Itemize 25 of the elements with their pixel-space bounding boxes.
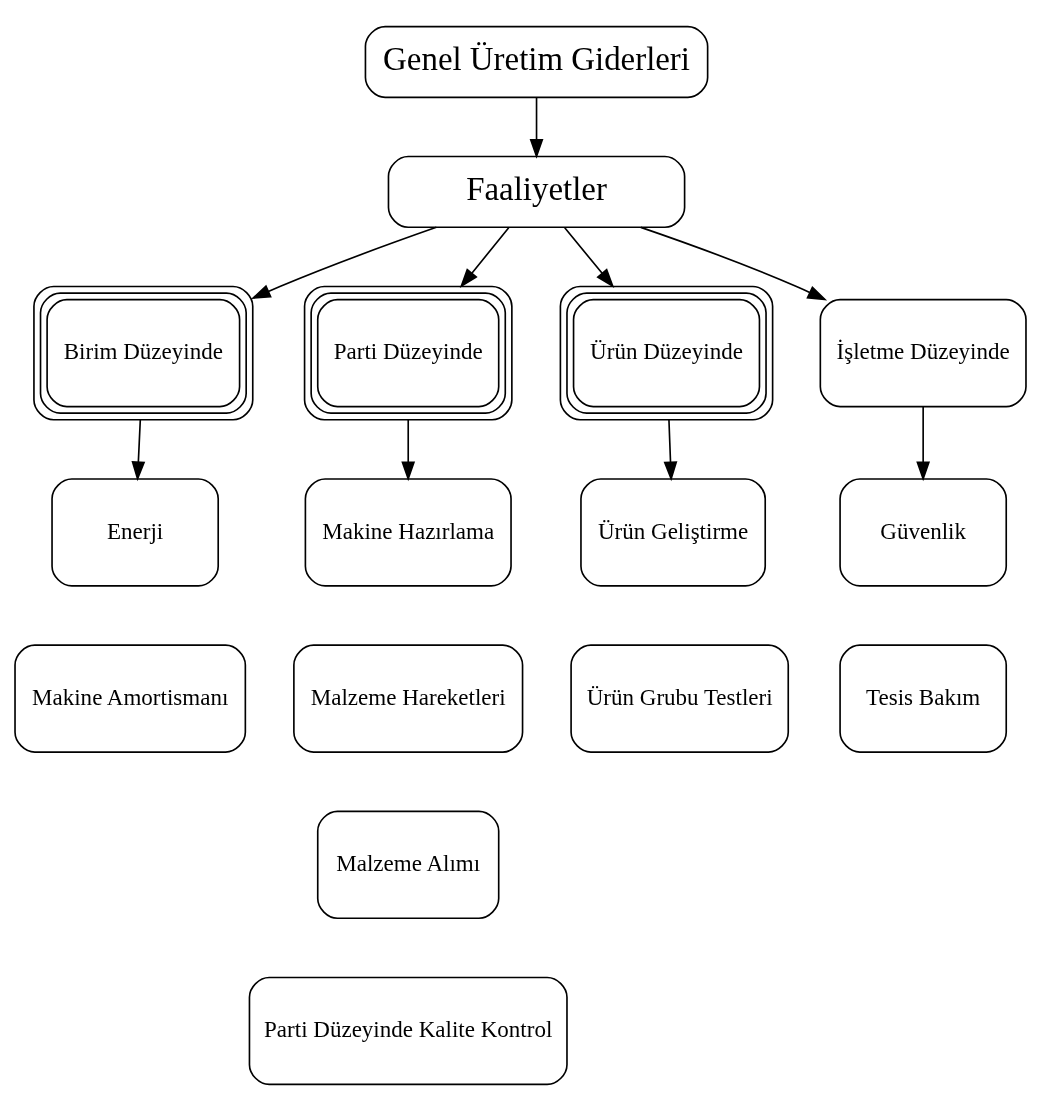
node-box: Faaliyetler bbox=[387, 155, 686, 228]
arrow bbox=[663, 418, 678, 481]
node-box: Ürün Grubu Testleri bbox=[570, 643, 790, 753]
arrow bbox=[401, 418, 416, 481]
node-box: Ürün Düzeyinde bbox=[559, 285, 774, 421]
node-box: Genel Üretim Giderleri bbox=[364, 25, 709, 98]
node-box: Makine Amortismanı bbox=[14, 643, 247, 753]
arrow bbox=[916, 405, 931, 481]
node-box: Enerji bbox=[51, 477, 220, 587]
node-box: Ürün Geliştirme bbox=[580, 477, 767, 587]
node-box: Parti Düzeyinde Kalite Kontrol bbox=[248, 976, 568, 1085]
node-box: Birim Düzeyinde bbox=[33, 285, 254, 421]
arrow bbox=[131, 418, 146, 481]
arrow bbox=[250, 226, 438, 299]
node-box: Parti Düzeyinde bbox=[303, 285, 513, 421]
arrow bbox=[640, 226, 828, 301]
arrow bbox=[459, 226, 510, 288]
node-box: Güvenlik bbox=[839, 477, 1008, 587]
arrow bbox=[529, 96, 544, 159]
node-box: Makine Hazırlama bbox=[304, 477, 512, 587]
node-box: İşletme Düzeyinde bbox=[819, 298, 1027, 407]
node-box: Tesis Bakım bbox=[839, 643, 1008, 753]
node-box: Malzeme Alımı bbox=[316, 810, 500, 919]
node-box: Malzeme Hareketleri bbox=[293, 643, 524, 753]
arrow bbox=[563, 226, 615, 288]
